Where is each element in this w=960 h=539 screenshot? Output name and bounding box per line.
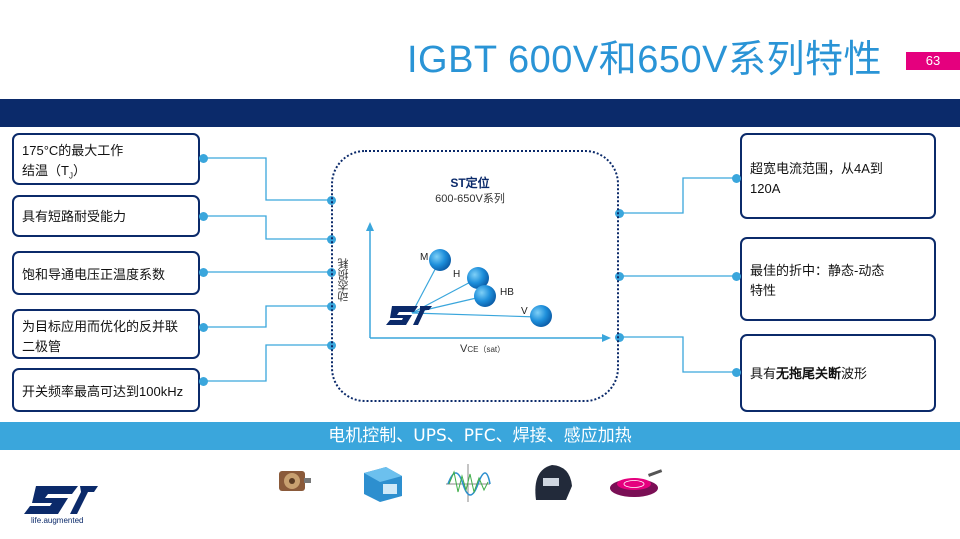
subscript: J xyxy=(68,171,73,181)
connector-dot xyxy=(732,272,741,281)
slide-title: IGBT 600V和650V系列特性 xyxy=(406,39,882,81)
logo-tagline: life.augmented xyxy=(31,516,84,525)
series-h-marker xyxy=(467,267,489,289)
applications-banner: 电机控制、UPS、PFC、焊接、感应加热 xyxy=(0,422,960,450)
feature-text-bold: 无拖尾关断 xyxy=(776,366,842,381)
connector-dot xyxy=(615,209,624,218)
feature-switching-frequency: 开关频率最高可达到100kHz xyxy=(12,368,200,412)
feature-text: 为目标应用而优化的反并联 xyxy=(22,319,179,334)
series-label-h: H xyxy=(453,269,461,280)
connector-dot xyxy=(199,268,208,277)
pfc-waveform-icon xyxy=(446,464,491,502)
feature-text: 特性 xyxy=(750,283,777,298)
feature-current-range: 超宽电流范围，从4A到 120A xyxy=(740,133,936,219)
connector-dot xyxy=(199,323,208,332)
connector-dot xyxy=(732,368,741,377)
x-axis-arrow-icon xyxy=(602,334,611,342)
feature-text: 二极管 xyxy=(22,339,62,354)
series-v-marker xyxy=(530,305,552,327)
x-axis-label: VCE（sat） xyxy=(460,343,506,355)
st-positioning-panel xyxy=(331,150,619,402)
feature-no-tail-turnoff: 具有无拖尾关断波形 xyxy=(740,334,936,412)
feature-text: 175°C的最大工作 xyxy=(22,143,124,158)
feature-max-junction-temp: 175°C的最大工作 结温（TJ） xyxy=(12,133,200,185)
series-label-hb: HB xyxy=(500,287,514,298)
feature-static-dynamic-tradeoff: 最佳的折中：静态-动态 特性 xyxy=(740,237,936,321)
st-mini-logo-icon xyxy=(386,306,432,325)
feature-text: 波形 xyxy=(841,366,868,381)
feature-text: 饱和导通电压正温度系数 xyxy=(22,267,166,282)
feature-text: 具有 xyxy=(750,366,777,381)
feature-text: 结温（TJ） xyxy=(22,163,86,181)
connector-dot xyxy=(732,174,741,183)
connector-dot xyxy=(615,272,624,281)
ups-icon xyxy=(364,467,402,502)
induction-cooktop-icon xyxy=(610,469,663,497)
connector-dot xyxy=(615,333,624,342)
connector-dot xyxy=(199,212,208,221)
series-label-v: V xyxy=(521,306,528,317)
diagram-axes xyxy=(369,228,605,339)
page-number-badge: 63 xyxy=(906,52,960,70)
connector-dot xyxy=(199,154,208,163)
series-hb-marker xyxy=(474,285,496,307)
feature-text: 超宽电流范围，从4A到 xyxy=(750,161,883,176)
feature-text: 具有短路耐受能力 xyxy=(22,209,127,224)
series-m-marker xyxy=(429,249,451,271)
feature-text: 120A xyxy=(750,181,781,196)
series-line-v xyxy=(411,312,539,318)
feature-positive-temp-coeff: 饱和导通电压正温度系数 xyxy=(12,251,200,295)
y-axis-arrow-icon xyxy=(366,222,374,231)
motor-icon xyxy=(279,471,311,491)
feature-text: 开关频率最高可达到100kHz xyxy=(22,384,184,399)
positioning-subtitle: 600-650V系列 xyxy=(435,193,505,205)
st-logo-icon xyxy=(24,486,98,514)
connector-dot xyxy=(199,377,208,386)
feature-text: 最佳的折中：静态-动态 xyxy=(750,263,885,278)
series-label-m: M xyxy=(420,252,429,263)
feature-antiparallel-diode: 为目标应用而优化的反并联 二极管 xyxy=(12,309,200,359)
positioning-title: ST定位 xyxy=(450,176,490,190)
header-bar xyxy=(0,99,960,127)
welding-helmet-icon xyxy=(535,465,572,500)
